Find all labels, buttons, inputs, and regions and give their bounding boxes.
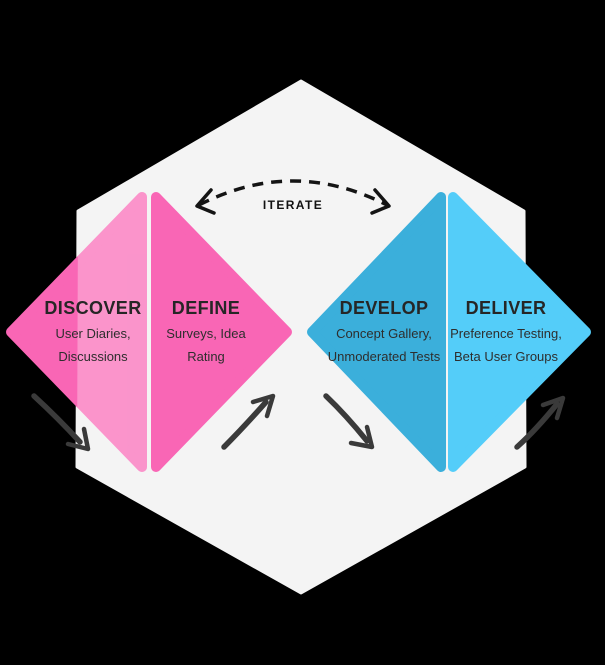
define-shape bbox=[151, 192, 292, 472]
deliver-shape bbox=[448, 192, 591, 472]
flow-arrow-1 bbox=[31, 393, 91, 452]
flow-arrow-1-head-icon bbox=[65, 426, 91, 452]
iterate-arrowhead-left-icon bbox=[195, 188, 216, 215]
flow-arrow-2 bbox=[221, 393, 276, 450]
discover-lighten-overlay bbox=[77, 192, 147, 472]
iterate-label: ITERATE bbox=[262, 198, 324, 212]
hexagon-background bbox=[75, 79, 527, 595]
iterate-arc bbox=[198, 179, 388, 207]
flow-arrow-4-head-icon bbox=[540, 395, 566, 421]
flow-arrow-2-head-icon bbox=[250, 393, 276, 419]
iterate-arrowhead-right-icon bbox=[370, 188, 391, 215]
flow-arrow-4 bbox=[514, 395, 566, 450]
flow-arrow-3-head-icon bbox=[348, 424, 375, 450]
develop-shape bbox=[307, 192, 446, 472]
flow-arrow-3 bbox=[323, 393, 375, 450]
discover-shape bbox=[6, 192, 147, 472]
